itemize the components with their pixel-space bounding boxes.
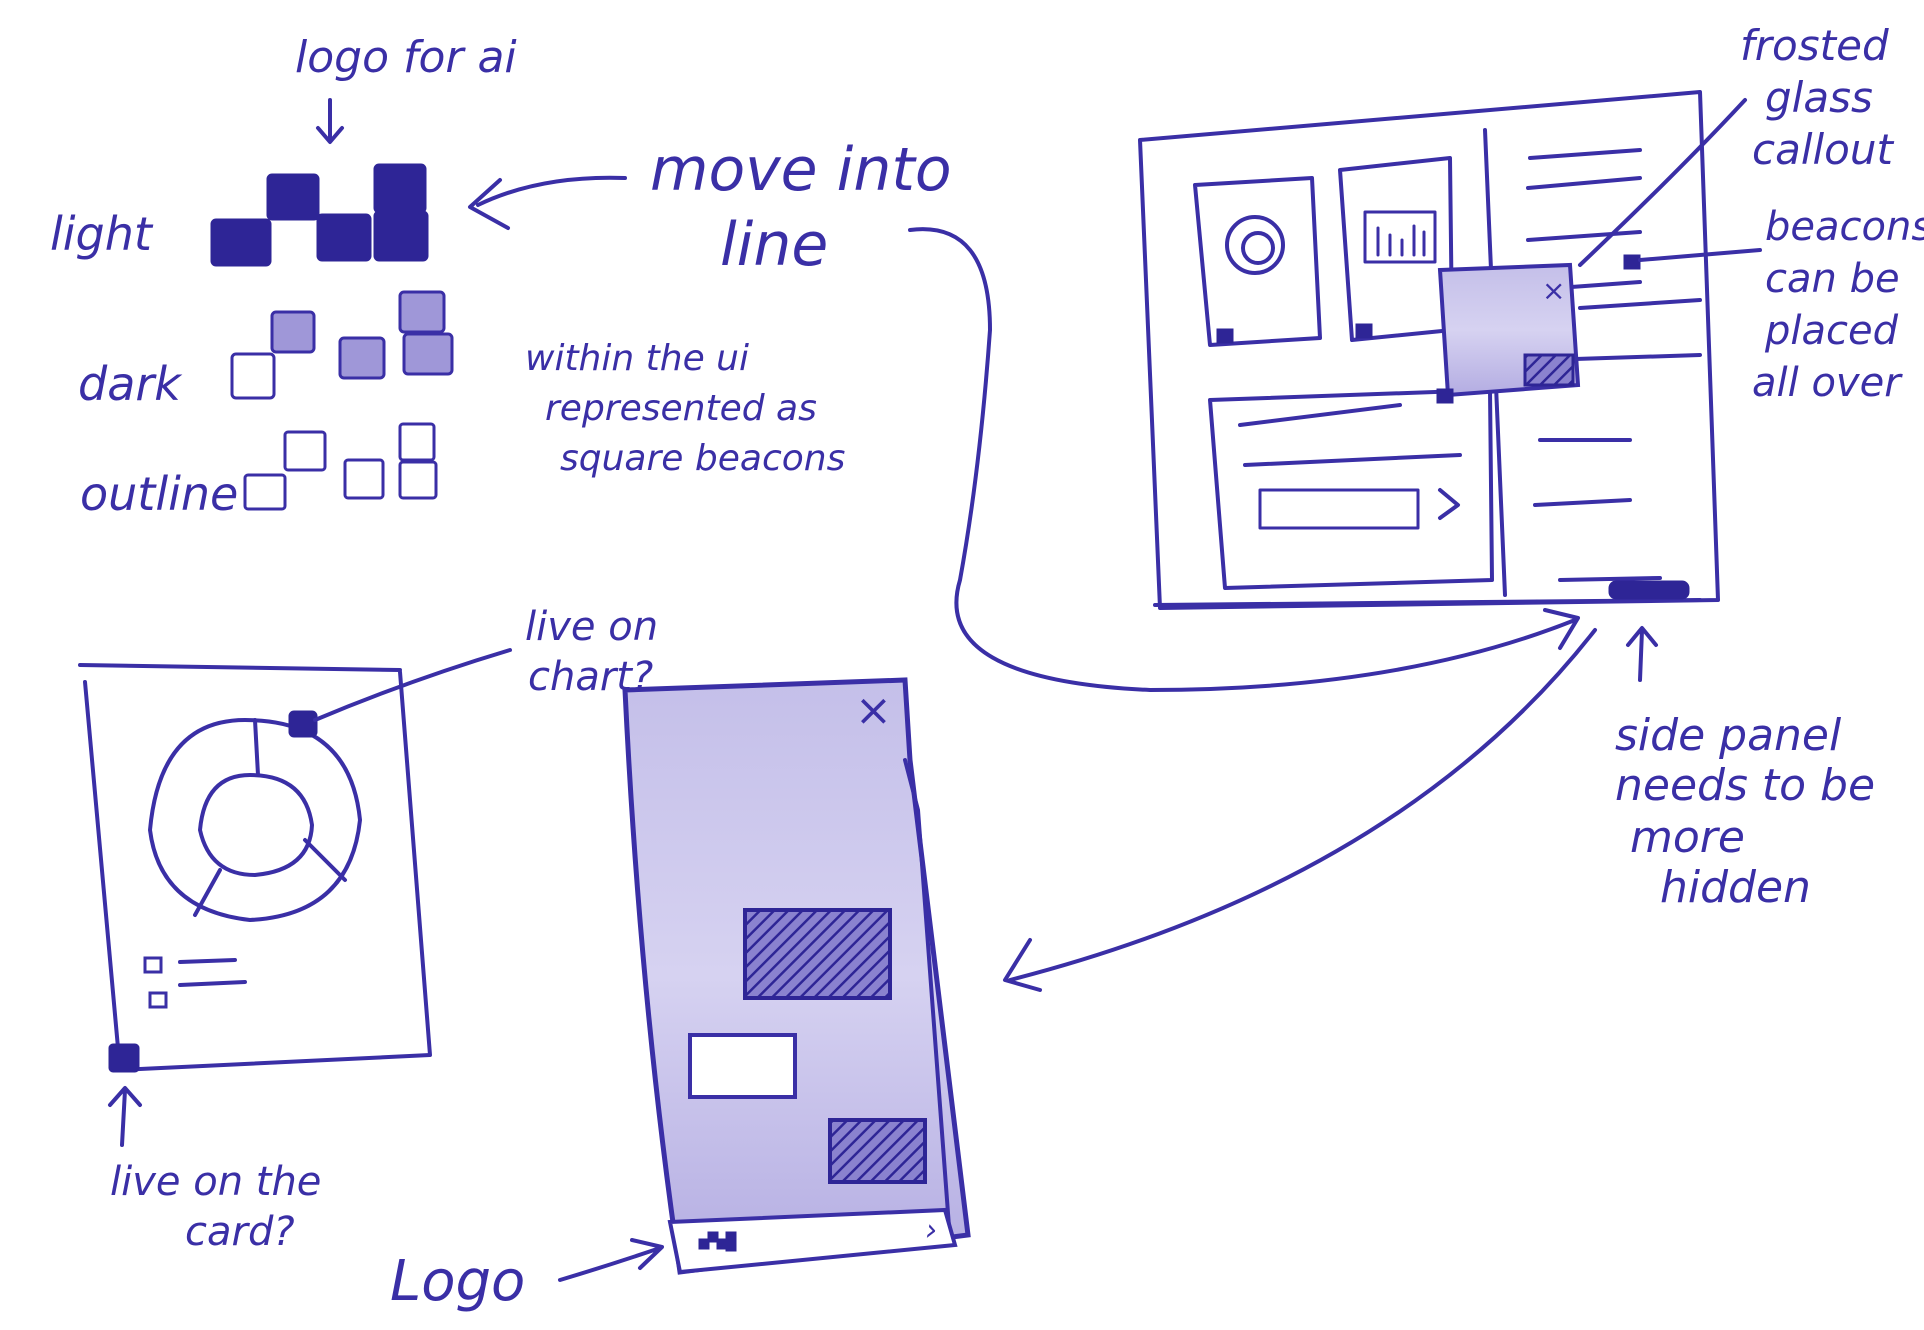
dashboard-frame — [1140, 92, 1718, 608]
live-on-card-note: live on the card? — [110, 1088, 321, 1255]
panel-block-light[interactable] — [690, 1035, 795, 1097]
bar-chart-icon — [1378, 226, 1424, 255]
logo-light — [212, 165, 427, 265]
logo-square — [272, 312, 314, 352]
chart-card-wireframe — [80, 665, 430, 1071]
note-line: represented as — [545, 388, 817, 429]
down-arrow-icon — [318, 100, 342, 142]
logo-square — [727, 1233, 735, 1241]
chart-beacon — [1357, 325, 1371, 337]
legend-lines — [180, 960, 245, 985]
live-on-chart-note: live on chart? — [315, 604, 658, 720]
logo-square — [268, 175, 318, 219]
note-line: line — [720, 210, 828, 280]
note-line: beacons — [1765, 204, 1924, 250]
callout-beacon — [1438, 390, 1452, 402]
dark-label: dark — [78, 357, 183, 411]
note-line: callout — [1752, 125, 1894, 174]
logo-square — [345, 460, 383, 498]
pointer-line — [1640, 250, 1760, 260]
outline-label: outline — [80, 467, 238, 521]
logo-for-ai-note: logo for ai — [295, 32, 517, 83]
sidebar-beacon — [1625, 256, 1639, 268]
card-beacon — [1218, 330, 1232, 342]
note-line: within the ui — [525, 338, 749, 379]
card-beacon — [110, 1045, 138, 1071]
note-line: live on the — [110, 1159, 321, 1205]
logo-square — [400, 292, 444, 332]
logo-square — [318, 215, 370, 260]
logo-square — [400, 462, 436, 498]
note-line: glass — [1765, 73, 1873, 122]
logo-label: Logo — [390, 1249, 525, 1314]
chart-beacon — [290, 712, 316, 736]
logo-square — [400, 424, 434, 460]
up-arrow-icon — [1628, 628, 1656, 680]
donut-segments — [195, 720, 345, 915]
logo-square — [718, 1240, 726, 1248]
note-line: needs to be — [1615, 760, 1875, 811]
logo-square — [404, 334, 452, 374]
callout-logo — [1525, 355, 1573, 385]
panel-block-dark — [745, 910, 890, 998]
note-line: frosted — [1740, 21, 1889, 70]
logo-square — [232, 354, 274, 398]
pointer-line — [315, 650, 510, 720]
dashboard-wireframe: × — [1140, 92, 1718, 608]
note-line: move into — [650, 135, 952, 205]
legend-swatch — [150, 993, 166, 1007]
frosted-side-panel: × › — [625, 680, 968, 1272]
within-ui-note: within the ui represented as square beac… — [525, 338, 845, 479]
light-label: light — [50, 207, 154, 261]
logo-square — [375, 165, 425, 212]
move-into-line-note: move into line — [470, 135, 952, 280]
side-panel-tab[interactable] — [1610, 582, 1688, 598]
right-arrow-icon — [560, 1240, 662, 1280]
note-line: hidden — [1660, 862, 1811, 913]
note-line: more — [1630, 812, 1745, 863]
logo-square — [709, 1233, 717, 1241]
logo-square — [375, 212, 427, 260]
dashboard-baseline — [1155, 600, 1700, 605]
logo-outline — [245, 424, 436, 509]
callout-close-icon[interactable]: × — [1542, 274, 1565, 307]
panel-block-dark — [830, 1120, 925, 1182]
logo-note: Logo — [390, 1240, 662, 1314]
left-arrow-icon — [470, 178, 625, 228]
input-box — [1260, 490, 1418, 528]
logo-square — [212, 220, 270, 265]
chevron-right-icon — [1440, 490, 1458, 518]
note-line: side panel — [1615, 710, 1842, 761]
note-line: live on — [525, 604, 658, 650]
side-panel-note: side panel needs to be more hidden — [1615, 628, 1875, 913]
logo-variants-group: logo for ai light dark outline — [50, 32, 517, 521]
legend-swatch — [145, 958, 161, 972]
note-line: all over — [1752, 360, 1903, 406]
logo-square — [285, 432, 325, 470]
donut-inner — [1243, 233, 1273, 263]
logo-square — [340, 338, 384, 378]
donut-inner — [200, 775, 312, 875]
up-arrow-icon — [110, 1088, 140, 1145]
panel-expand-icon[interactable]: › — [925, 1213, 937, 1248]
logo-dark — [232, 292, 452, 398]
note-line: card? — [185, 1209, 295, 1255]
logo-square — [245, 475, 285, 509]
logo-square — [700, 1240, 708, 1248]
note-line: placed — [1764, 308, 1899, 354]
beacons-note: beacons can be placed all over — [1640, 204, 1924, 406]
panel-close-icon[interactable]: × — [855, 685, 892, 736]
text-lines — [1240, 405, 1460, 465]
logo-square — [727, 1242, 735, 1250]
note-line: can be — [1765, 256, 1900, 302]
note-line: square beacons — [560, 438, 845, 479]
